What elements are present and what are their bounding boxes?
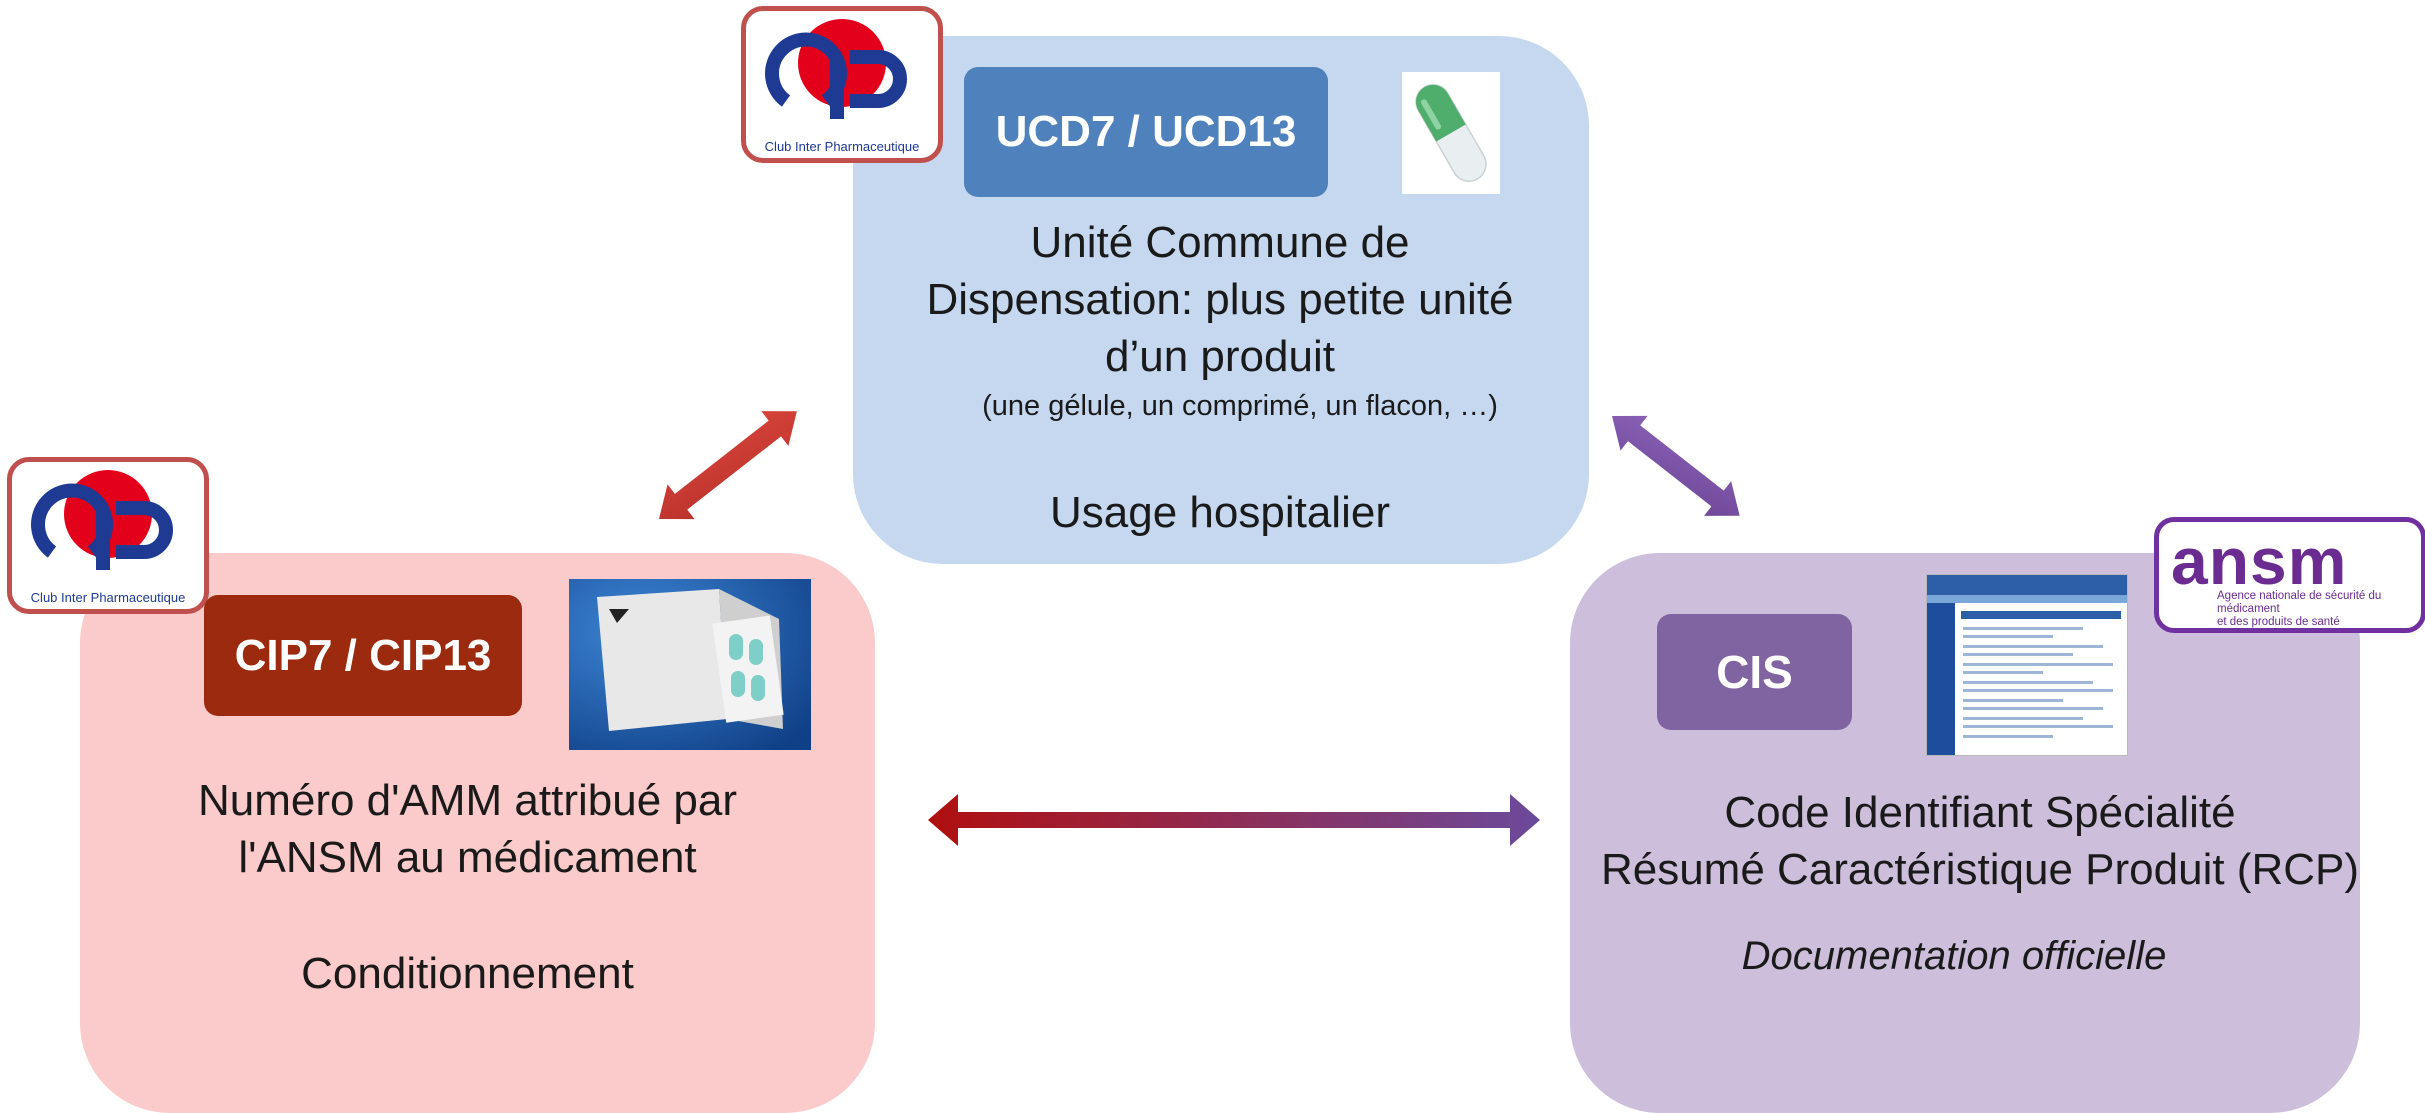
cip-logo-caption: Club Inter Pharmaceutique: [30, 590, 186, 605]
relation-arrows: [659, 411, 1740, 846]
arrow-ucd-cis: [1612, 415, 1740, 516]
arrow-cip-ucd: [659, 411, 797, 520]
cis-label: CIS: [1657, 614, 1852, 730]
ucd-usage: Usage hospitalier: [1050, 488, 1390, 537]
cip-logo-left: Club Inter Pharmaceutique: [7, 457, 209, 614]
cip-usage: Conditionnement: [301, 949, 634, 998]
cip-logo-top: Club Inter Pharmaceutique: [741, 6, 943, 163]
ansm-logo: ansm Agence nationale de sécurité du méd…: [2154, 517, 2425, 633]
arrow-cip-cis: [928, 794, 1540, 846]
cis-line-1: Code Identifiant Spécialité: [1724, 788, 2236, 837]
cis-usage: Documentation officielle: [1741, 934, 2167, 978]
cip-logo-icon: [31, 470, 173, 570]
cip-line-1: Numéro d'AMM attribué par: [197, 776, 738, 825]
pill-image: [1402, 72, 1500, 194]
cip-line-2: l'ANSM au médicament: [238, 833, 697, 883]
cip-description: Numéro d'AMM attribué par l'ANSM au médi…: [110, 772, 825, 886]
ucd-line-3: d’un produit: [1105, 332, 1335, 382]
cip-logo-caption: Club Inter Pharmaceutique: [764, 139, 920, 154]
cis-line-2: Résumé Caractéristique Produit (RCP): [1600, 845, 2360, 895]
ansm-logo-word: ansm: [2171, 524, 2348, 598]
cip-label: CIP7 / CIP13: [204, 595, 522, 716]
cis-description: Code Identifiant Spécialité Résumé Carac…: [1585, 784, 2375, 898]
ucd-line-1: Unité Commune de: [1030, 218, 1410, 267]
rcp-document-image: [1926, 574, 2128, 756]
ucd-description: Unité Commune de Dispensation: plus peti…: [880, 214, 1560, 386]
cip-logo-icon: [765, 19, 907, 119]
ansm-logo-subtitle: Agence nationale de sécurité du médicame…: [2217, 590, 2382, 629]
medicine-box-image: [569, 579, 811, 750]
ucd-line-2: Dispensation: plus petite unité: [926, 275, 1514, 325]
ucd-examples: (une gélule, un comprimé, un flacon, …): [982, 390, 1498, 422]
ucd-label: UCD7 / UCD13: [964, 67, 1328, 197]
